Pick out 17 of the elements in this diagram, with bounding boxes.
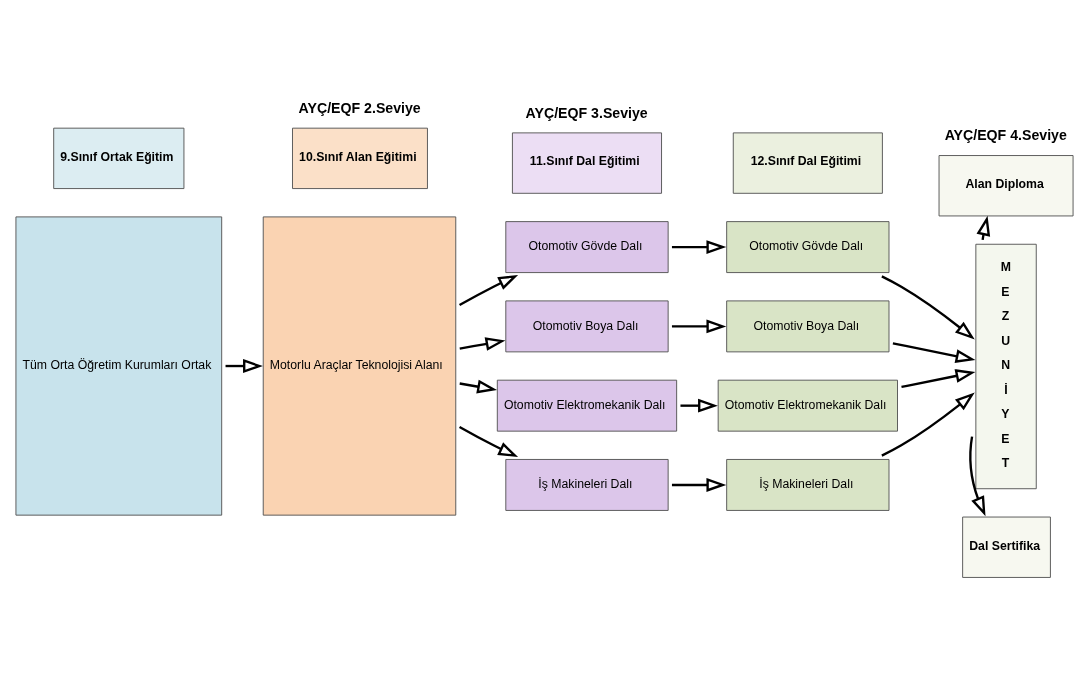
arrow (892, 342, 976, 363)
arrow (881, 275, 975, 340)
arrow (225, 359, 263, 373)
node-label: AYÇ/EQF 3.Seviye (525, 104, 648, 121)
arrow (459, 379, 497, 394)
node-label: AYÇ/EQF 2.Seviye (298, 100, 421, 117)
arrow (969, 436, 986, 517)
arrow (901, 369, 976, 389)
arrow (459, 274, 519, 307)
node-label: AYÇ/EQF 4.Seviye (944, 127, 1067, 144)
arrow (671, 240, 727, 255)
arrow (680, 398, 718, 413)
arrow (459, 337, 506, 351)
arrow (671, 478, 727, 492)
arrow (459, 426, 519, 458)
arrow (881, 392, 975, 457)
arrow (671, 319, 727, 334)
